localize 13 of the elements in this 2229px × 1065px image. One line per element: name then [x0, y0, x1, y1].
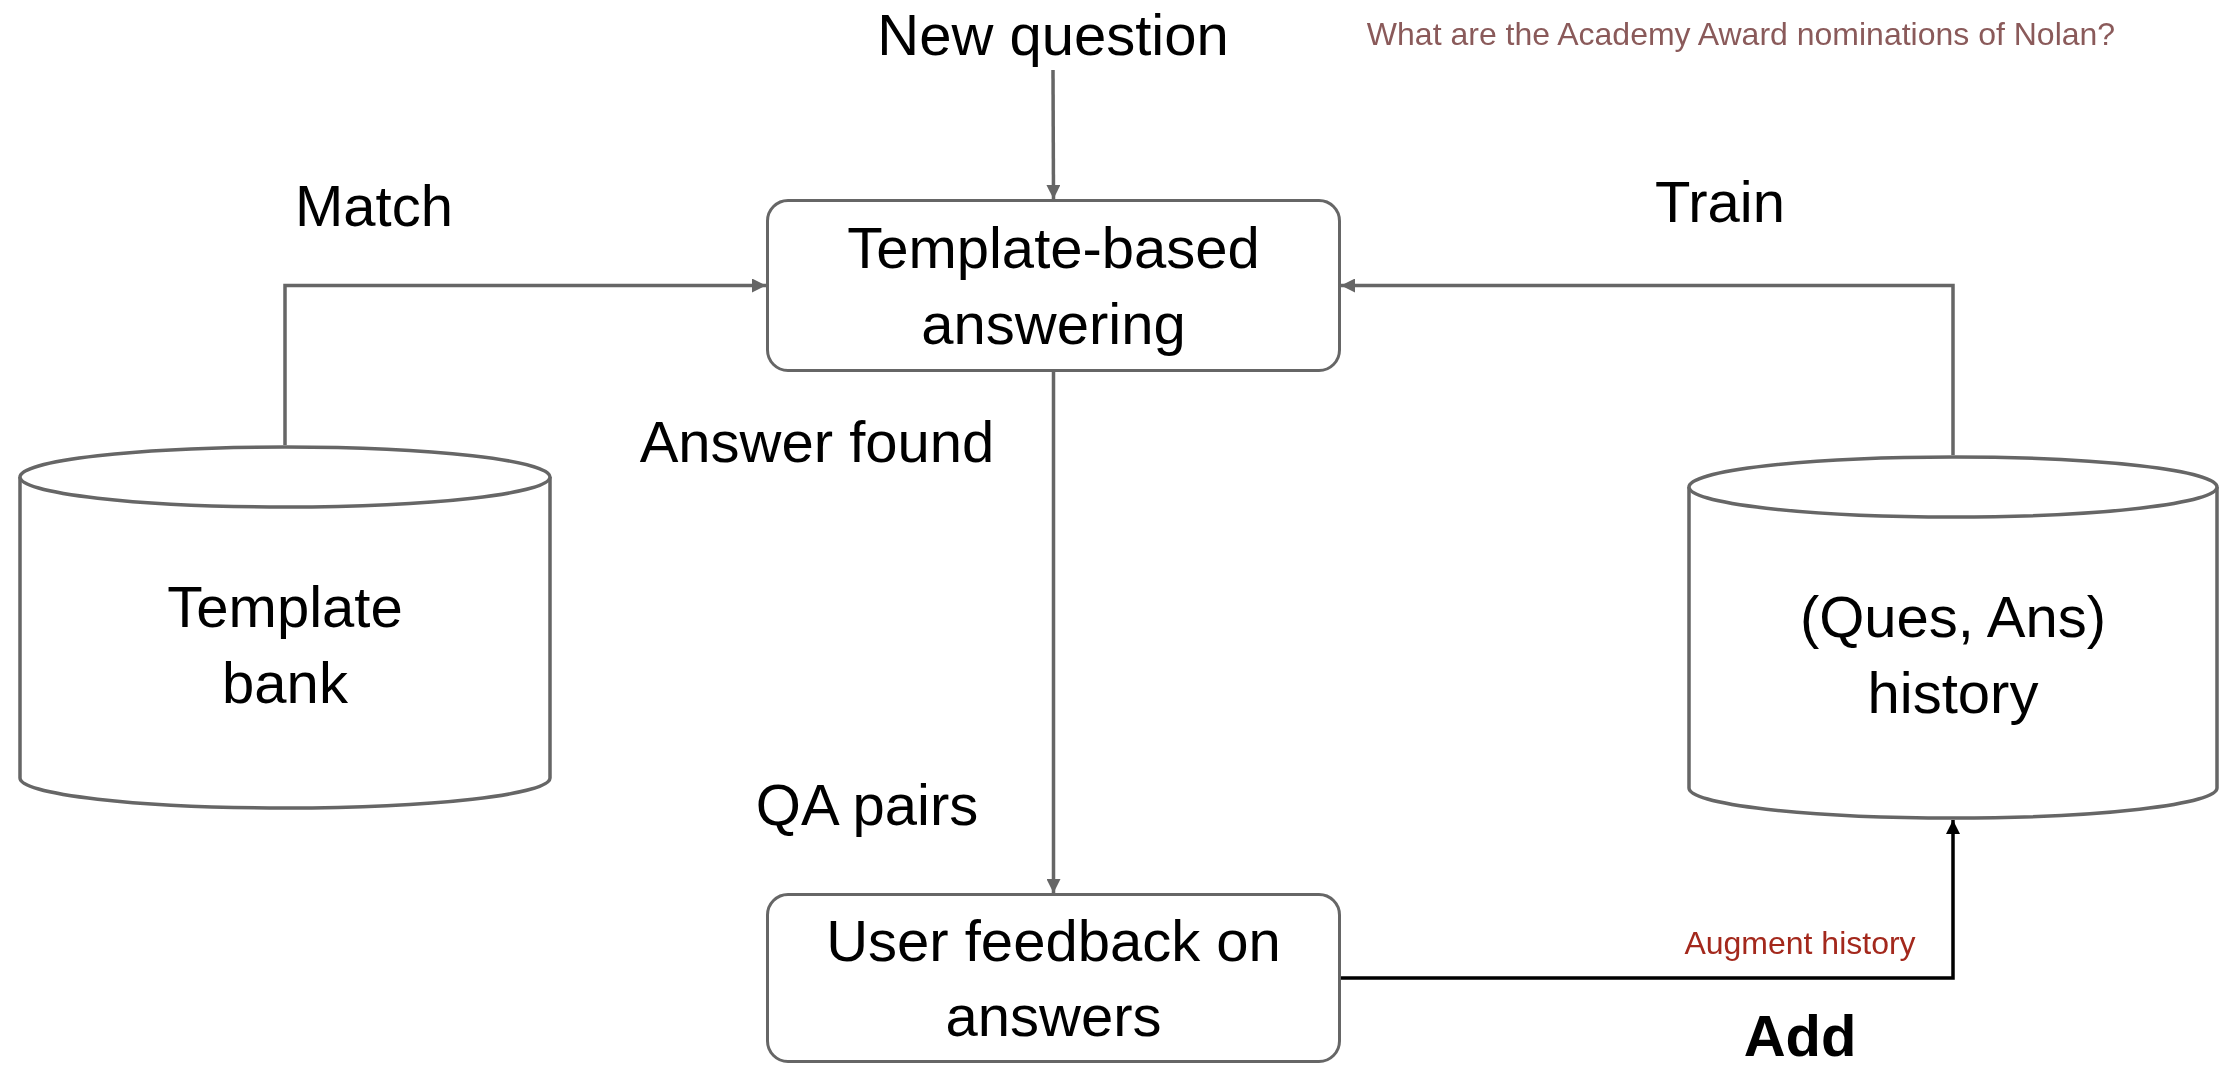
arrow [1341, 278, 1955, 455]
node-label: Template-based answering [846, 214, 1261, 358]
process-box [766, 199, 1341, 372]
arrow [1046, 372, 1061, 893]
arrow [1046, 70, 1061, 199]
node-label: Template bank [166, 573, 404, 717]
example-question: What are the Academy Award nominations of Nolan? [1366, 18, 2116, 50]
node-label: (Ques, Ans) history [1798, 583, 2108, 727]
arrow [283, 278, 766, 445]
process-box [766, 893, 1341, 1063]
arrow [1341, 820, 1960, 980]
node-label: User feedback on answers [825, 906, 1282, 1050]
flow-label: Augment history [1684, 927, 1916, 959]
